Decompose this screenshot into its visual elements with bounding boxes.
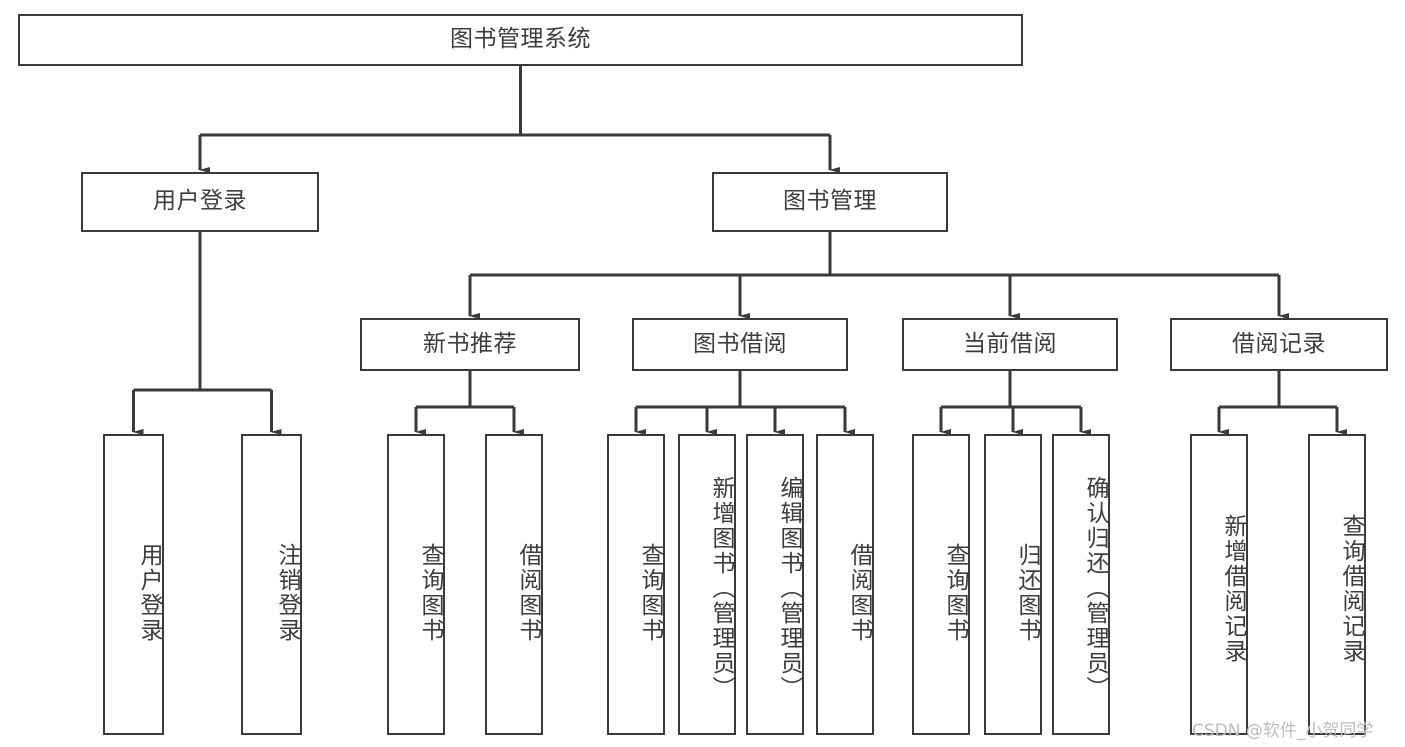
node-label: 图书管理 <box>783 188 877 215</box>
node-leaf-query-book-1[interactable]: 查询图书 <box>387 434 445 735</box>
node-label: 借阅图书 <box>846 542 872 643</box>
node-label: 归还图书 <box>1014 542 1040 643</box>
node-leaf-confirm-return[interactable]: 确认归还（管理员） <box>1052 434 1110 735</box>
node-label: 图书管理系统 <box>450 26 591 53</box>
watermark-text: CSDN @软件_小贺同学 <box>1192 721 1374 741</box>
node-label: 用户登录 <box>153 188 247 215</box>
node-label: 借阅记录 <box>1232 330 1326 357</box>
node-label: 借阅图书 <box>515 542 541 643</box>
node-label: 编辑图书（管理员） <box>776 476 802 701</box>
node-leaf-borrow-book-1[interactable]: 借阅图书 <box>485 434 543 735</box>
node-label: 查询图书 <box>417 542 443 643</box>
node-label: 查询借阅记录 <box>1338 513 1364 664</box>
node-leaf-borrow-book-2[interactable]: 借阅图书 <box>816 434 874 735</box>
node-book-manage[interactable]: 图书管理 <box>712 172 948 232</box>
node-leaf-user-login[interactable]: 用户登录 <box>103 434 164 735</box>
node-user-login[interactable]: 用户登录 <box>81 172 319 232</box>
node-root[interactable]: 图书管理系统 <box>18 14 1023 66</box>
node-label: 查询图书 <box>637 542 663 643</box>
node-borrow-record[interactable]: 借阅记录 <box>1170 318 1388 371</box>
node-label: 注销登录 <box>274 542 300 643</box>
node-current-borrow[interactable]: 当前借阅 <box>902 318 1118 371</box>
node-leaf-edit-book[interactable]: 编辑图书（管理员） <box>746 434 804 735</box>
node-new-book-rec[interactable]: 新书推荐 <box>360 318 580 371</box>
node-book-borrow[interactable]: 图书借阅 <box>632 318 848 371</box>
node-label: 新书推荐 <box>423 330 517 357</box>
node-leaf-logout[interactable]: 注销登录 <box>241 434 302 735</box>
node-leaf-query-record[interactable]: 查询借阅记录 <box>1308 434 1366 735</box>
node-label: 确认归还（管理员） <box>1082 476 1108 701</box>
node-label: 查询图书 <box>942 542 968 643</box>
node-label: 图书借阅 <box>693 330 787 357</box>
node-leaf-add-record[interactable]: 新增借阅记录 <box>1190 434 1248 735</box>
node-leaf-return-book[interactable]: 归还图书 <box>984 434 1042 735</box>
node-label: 用户登录 <box>136 542 162 643</box>
node-leaf-add-book[interactable]: 新增图书（管理员） <box>678 434 736 735</box>
node-label: 新增图书（管理员） <box>708 476 734 701</box>
node-label: 当前借阅 <box>963 330 1057 357</box>
node-leaf-query-book-3[interactable]: 查询图书 <box>912 434 970 735</box>
node-leaf-query-book-2[interactable]: 查询图书 <box>607 434 665 735</box>
node-label: 新增借阅记录 <box>1220 513 1246 664</box>
